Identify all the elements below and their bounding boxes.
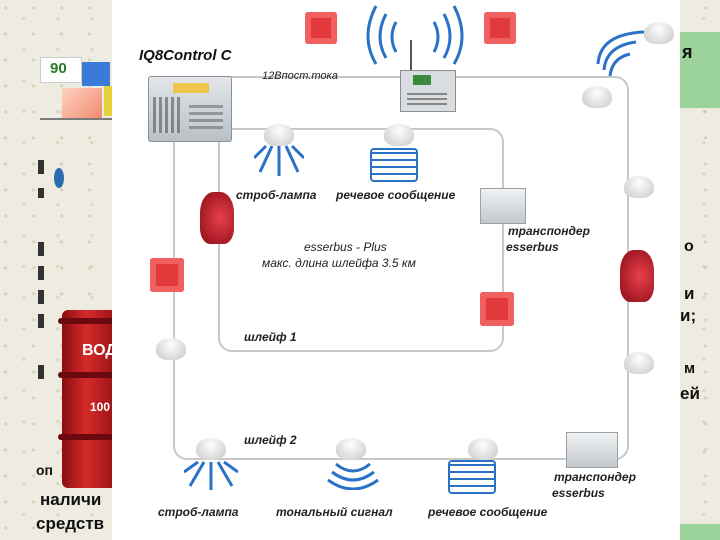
smoke-detector-right-lower bbox=[624, 352, 654, 374]
transponder-1-line1: транспондер bbox=[508, 224, 590, 238]
left-rule bbox=[40, 118, 112, 120]
left-fragment-1: оп bbox=[36, 462, 54, 478]
gateway-antenna bbox=[410, 40, 412, 70]
loop-line1: esserbus - Plus bbox=[304, 240, 387, 254]
voice-detector-top bbox=[384, 124, 414, 146]
call-point-top-right bbox=[484, 12, 516, 44]
strobe-rays-top-icon bbox=[254, 144, 304, 176]
badge-number: 90 bbox=[50, 60, 67, 77]
strobe-bottom bbox=[196, 438, 226, 460]
left-fragment-2: наличи bbox=[40, 490, 102, 509]
sound-waves-bottom-icon bbox=[327, 462, 379, 490]
green-block-bottom bbox=[680, 524, 720, 540]
smoke-detector-bottom-right bbox=[468, 438, 498, 460]
transponder-2-line2: esserbus bbox=[552, 486, 605, 500]
right-fragment-4: и; bbox=[680, 306, 697, 325]
call-point-top-left bbox=[305, 12, 337, 44]
smoke-detector-top-right bbox=[644, 22, 674, 44]
bottom-strobe-label: строб-лампа bbox=[158, 505, 239, 519]
right-fragment-1: я bbox=[682, 42, 693, 62]
call-point-left bbox=[150, 258, 184, 292]
strobe-top bbox=[264, 124, 294, 146]
sounder-left bbox=[200, 192, 234, 244]
top-strobe-label: строб-лампа bbox=[236, 188, 317, 202]
speech-bubble-top-icon bbox=[370, 148, 418, 182]
badge-box bbox=[40, 57, 82, 83]
color-blocks bbox=[62, 62, 112, 118]
tone-detector-bottom bbox=[336, 438, 366, 460]
smoke-detector-right-mid bbox=[624, 176, 654, 198]
transponder-2 bbox=[566, 432, 618, 468]
loop2-label: шлейф 2 bbox=[244, 433, 297, 447]
sounder-right bbox=[620, 250, 654, 302]
right-fragment-6: ей bbox=[680, 384, 700, 403]
right-fragment-2: о bbox=[684, 238, 694, 255]
wifi-waves-icon bbox=[366, 5, 464, 65]
smoke-detector-right-upper bbox=[582, 86, 612, 108]
bottom-tone-label: тональный сигнал bbox=[276, 505, 393, 519]
right-fragment-3: и bbox=[684, 284, 695, 303]
green-block-top bbox=[680, 32, 720, 108]
transponder-1 bbox=[480, 188, 526, 224]
wireless-gateway bbox=[400, 70, 456, 112]
power-line bbox=[232, 76, 404, 78]
strobe-rays-bottom-icon bbox=[184, 460, 238, 490]
right-fragment-5: м bbox=[684, 360, 696, 377]
panel-label: IQ8Control C bbox=[139, 47, 232, 64]
transponder-1-line2: esserbus bbox=[506, 240, 559, 254]
loop-line2: макс. длина шлейфа 3.5 км bbox=[262, 256, 416, 270]
bottom-voice-label: речевое сообщение bbox=[428, 505, 548, 519]
top-voice-label: речевое сообщение bbox=[336, 188, 456, 202]
smoke-detector-left bbox=[156, 338, 186, 360]
call-point-inner bbox=[480, 292, 514, 326]
speech-bubble-bottom-icon bbox=[448, 460, 496, 494]
left-fragment-3: средств bbox=[36, 514, 105, 533]
loop1-label: шлейф 1 bbox=[244, 330, 297, 344]
wifi-waves-right-icon bbox=[596, 30, 645, 77]
barrel-number: 100 bbox=[90, 400, 111, 414]
barrel-text: ВОД bbox=[82, 342, 117, 359]
transponder-2-line1: транспондер bbox=[554, 470, 636, 484]
control-panel-device bbox=[148, 76, 232, 142]
power-label: 12Впост.тока bbox=[262, 70, 338, 82]
